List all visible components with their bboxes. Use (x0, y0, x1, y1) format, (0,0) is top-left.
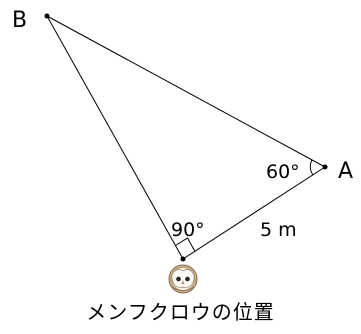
angle-label-a: 60° (266, 161, 300, 183)
right-angle-marker (175, 237, 196, 252)
vertex-a-dot (322, 164, 328, 170)
point-label-b: B (12, 8, 27, 33)
vertex-owl-dot (180, 256, 186, 262)
owl-position-caption: メンフクロウの位置 (86, 300, 275, 324)
point-label-a: A (338, 159, 353, 184)
side-length-label: 5 m (260, 219, 297, 241)
barn-owl-face-icon (168, 264, 198, 294)
side-b-to-owl (46, 15, 184, 260)
angle-arc-a (309, 159, 314, 176)
side-b-to-a (46, 15, 326, 168)
side-owl-to-a (182, 166, 326, 260)
angle-label-owl: 90° (171, 219, 205, 241)
vertex-b-dot (44, 13, 50, 19)
